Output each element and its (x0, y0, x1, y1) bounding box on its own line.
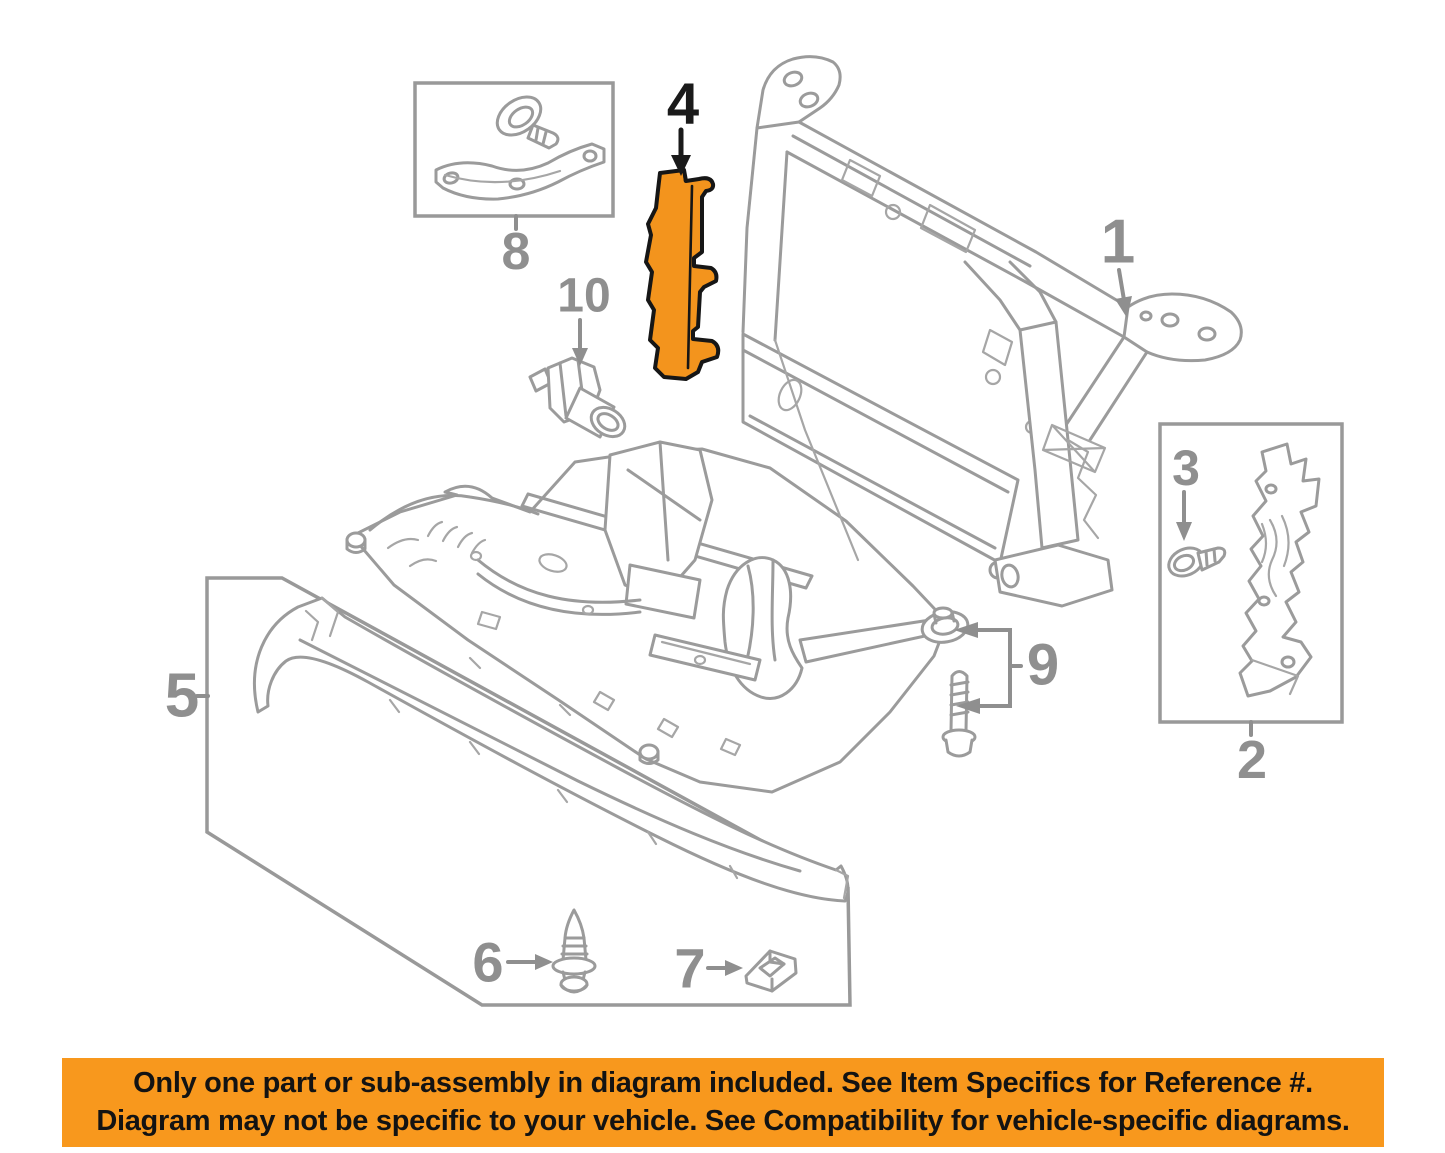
leader-arrow-1 (1117, 268, 1126, 302)
push-pin-clip-part-3-drawing (1167, 546, 1227, 578)
u-nut-clip-part-7 (744, 949, 798, 993)
part-label-8: 8 (502, 223, 531, 281)
push-pin-clip-part-8-drawing (495, 95, 560, 150)
part-label-3: 3 (1172, 440, 1200, 496)
disclaimer-banner: Only one part or sub-assembly in diagram… (62, 1058, 1384, 1147)
bolt-part-9 (941, 670, 977, 758)
leader-bracket-9 (954, 622, 1023, 714)
disclaimer-line-2: Diagram may not be specific to your vehi… (96, 1105, 1350, 1137)
sensor-part-10 (528, 356, 627, 439)
upper-bracket-part-8-drawing (434, 142, 606, 201)
mount-grommet-part-9 (920, 606, 970, 644)
push-pin-clip-part-6 (551, 908, 597, 994)
callouts: 1 5 8 10 4 3 2 9 6 (165, 72, 1267, 1000)
part-label-6: 6 (472, 931, 503, 994)
part-label-1: 1 (1101, 208, 1135, 277)
disclaimer-line-1: Only one part or sub-assembly in diagram… (133, 1067, 1313, 1099)
radiator-support-part-1 (741, 55, 1243, 608)
side-seal-part-2-drawing (1238, 442, 1321, 698)
upper-bracket-box-part-8 (413, 81, 615, 218)
air-deflector-box-part-5 (205, 576, 852, 1007)
side-seal-box-part-2 (1158, 422, 1344, 724)
radiator-side-baffle-part-4-highlighted (644, 168, 721, 381)
part-label-9: 9 (1027, 633, 1059, 698)
part-label-5: 5 (165, 662, 199, 731)
part-label-7: 7 (674, 937, 705, 1000)
part-label-2: 2 (1237, 730, 1267, 790)
part-label-4: 4 (667, 72, 699, 137)
part-label-10: 10 (557, 270, 610, 323)
